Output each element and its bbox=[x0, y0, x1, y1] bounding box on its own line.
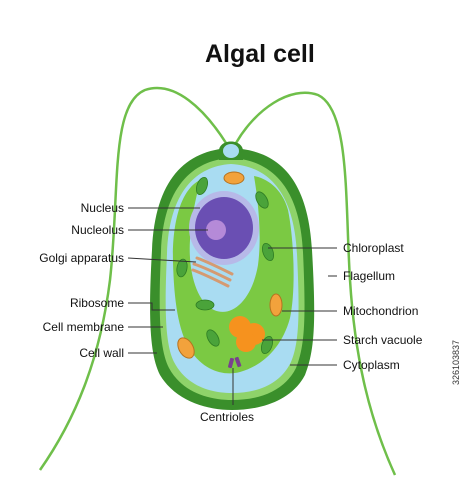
label-ribosome: Ribosome bbox=[69, 296, 124, 310]
label-nucleus: Nucleus bbox=[80, 201, 124, 215]
centriole bbox=[227, 357, 235, 369]
centriole bbox=[234, 356, 242, 368]
disc bbox=[255, 191, 269, 209]
nucleolus bbox=[206, 220, 226, 240]
disc bbox=[206, 329, 220, 347]
disc bbox=[260, 335, 274, 355]
disc bbox=[195, 299, 215, 311]
leader-ribosome bbox=[128, 302, 175, 311]
starch-vacuole bbox=[229, 316, 265, 352]
contractile-vacuole bbox=[223, 144, 239, 158]
label-mitochondrion: Mitochondrion bbox=[343, 304, 419, 318]
disc bbox=[195, 176, 209, 196]
golgi-cisterna bbox=[195, 256, 234, 276]
golgi-cisterna bbox=[192, 262, 232, 282]
thylakoid-discs bbox=[176, 176, 275, 355]
label-centrioles: Centrioles bbox=[200, 410, 255, 424]
image-id: 326103837 bbox=[451, 339, 461, 385]
label-cell-wall: Cell wall bbox=[79, 346, 124, 360]
mitochondrion bbox=[177, 337, 195, 359]
mitochondria bbox=[177, 171, 283, 359]
label-cell-membrane: Cell membrane bbox=[42, 320, 124, 334]
starch-granule bbox=[236, 332, 256, 352]
flagellum-right bbox=[234, 91, 397, 476]
label-starch-vacuole: Starch vacuole bbox=[343, 333, 423, 347]
mitochondrion bbox=[269, 293, 283, 317]
chloroplast-body bbox=[172, 176, 294, 374]
flagellum-left bbox=[38, 86, 228, 471]
leader-golgi bbox=[127, 257, 197, 263]
disc bbox=[176, 258, 188, 278]
label-chloroplast: Chloroplast bbox=[343, 241, 404, 255]
label-cytoplasm: Cytoplasm bbox=[343, 358, 400, 372]
golgi-cisterna bbox=[191, 268, 230, 288]
label-nucleolus: Nucleolus bbox=[71, 223, 124, 237]
label-flagellum: Flagellum bbox=[343, 269, 396, 283]
golgi-apparatus bbox=[191, 256, 234, 288]
leader-lines bbox=[127, 207, 337, 405]
diagram-title: Algal cell bbox=[205, 40, 315, 68]
centrioles bbox=[227, 356, 242, 369]
mitochondrion bbox=[223, 171, 245, 185]
label-golgi-apparatus: Golgi apparatus bbox=[39, 251, 124, 265]
